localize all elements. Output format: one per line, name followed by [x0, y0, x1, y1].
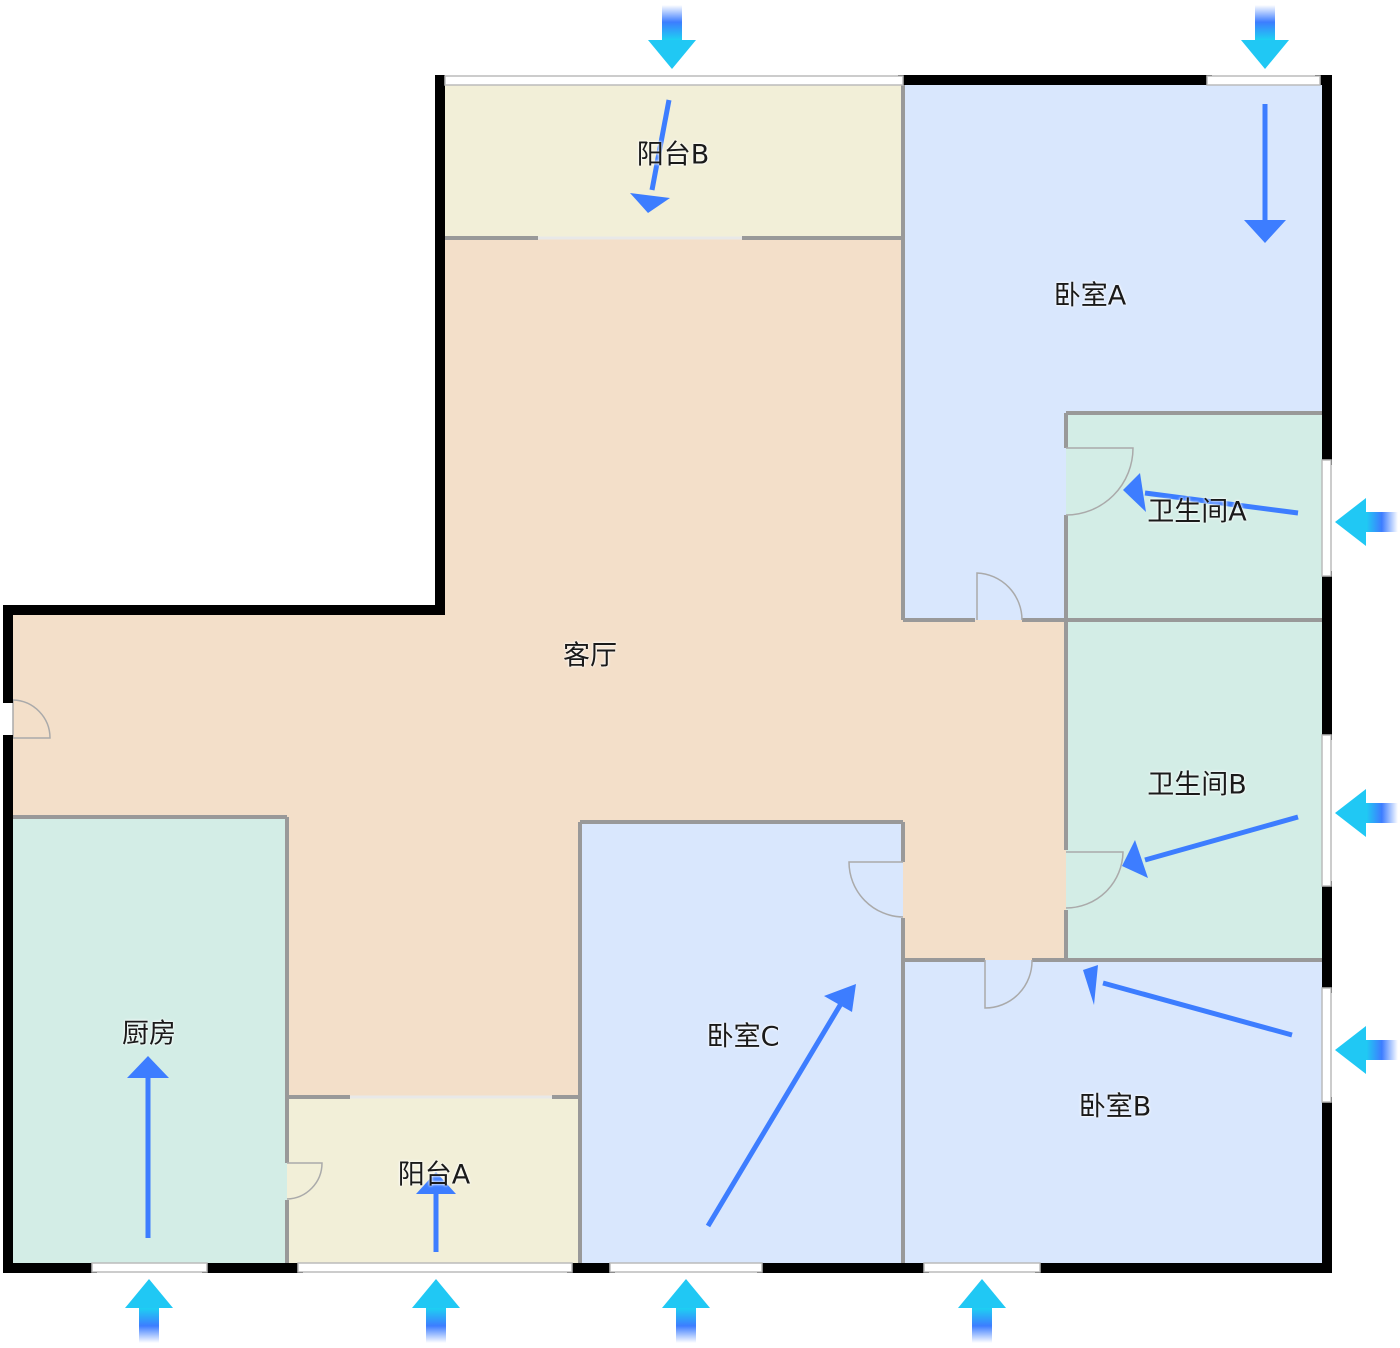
room-label-bedroom-c: 卧室C — [706, 1021, 780, 1053]
inflow-arrow-down-icon — [648, 5, 696, 69]
inflow-arrow-left-icon — [1335, 789, 1398, 837]
room-label-bedroom-a: 卧室A — [1053, 280, 1127, 312]
room-label-bathroom-b: 卫生间B — [1147, 769, 1247, 801]
airflow-arrow-icon — [127, 1056, 169, 1238]
sliding-doors — [350, 236, 742, 1099]
room-label-bathroom-a: 卫生间A — [1147, 496, 1247, 528]
airflow-arrow-icon — [1122, 814, 1299, 878]
inner-walls — [13, 85, 1322, 1263]
inflow-arrow-up-icon — [125, 1279, 173, 1343]
inflow-arrow-down-icon — [1241, 5, 1289, 69]
inflow-arrows — [125, 5, 1398, 1343]
room-label-living-room: 客厅 — [563, 640, 617, 672]
room-label-balcony-a: 阳台A — [397, 1159, 471, 1191]
room-label-balcony-b: 阳台B — [636, 139, 710, 171]
airflow-arrow-icon — [1083, 965, 1293, 1038]
room-bedroom-b — [903, 960, 1322, 1263]
room-bathroom-b — [1066, 620, 1322, 960]
inflow-arrow-left-icon — [1335, 498, 1398, 546]
airflow-arrow-icon — [1244, 104, 1286, 243]
room-label-kitchen: 厨房 — [122, 1018, 176, 1050]
windows — [91, 75, 1332, 1273]
airflow-arrow-icon — [1123, 473, 1299, 516]
inflow-arrow-up-icon — [662, 1279, 710, 1343]
inflow-arrow-left-icon — [1335, 1026, 1398, 1074]
airflow-arrow-icon — [705, 984, 856, 1228]
room-bedroom-c — [580, 822, 903, 1263]
inflow-arrow-up-icon — [412, 1279, 460, 1343]
exterior-walls — [3, 75, 1332, 1273]
room-label-bedroom-b: 卧室B — [1078, 1091, 1152, 1123]
inflow-arrow-up-icon — [958, 1279, 1006, 1343]
airflow-arrows — [127, 99, 1299, 1252]
airflow-arrow-icon — [630, 99, 672, 213]
room-balcony-b — [445, 85, 903, 238]
room-living-room — [13, 238, 1066, 1097]
airflow-arrow-icon — [416, 1172, 456, 1252]
doors — [12, 447, 1134, 1200]
